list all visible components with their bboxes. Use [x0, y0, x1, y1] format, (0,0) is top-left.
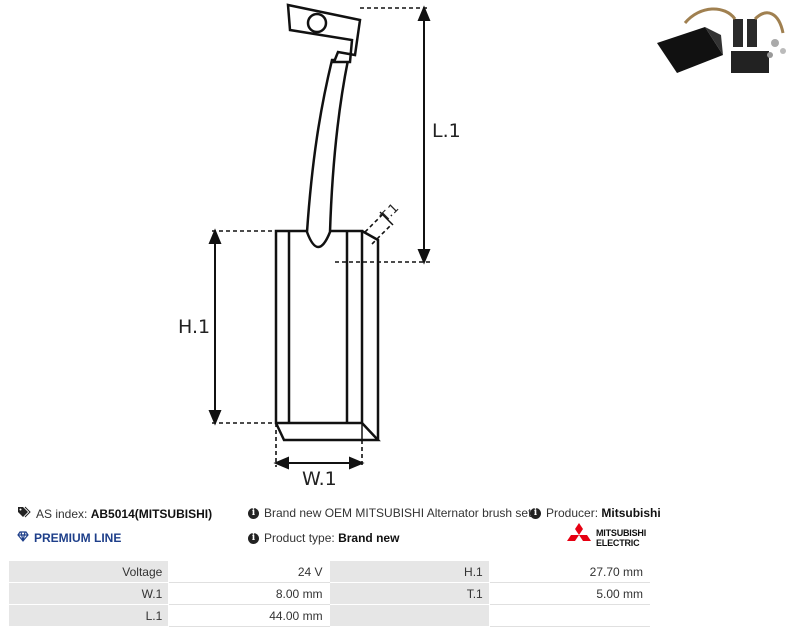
terminal-lug: [286, 3, 362, 64]
param-label: H.1: [328, 560, 490, 583]
param-value: 27.70 mm: [488, 560, 651, 583]
parameters-table: Voltage 24 V H.1 27.70 mm W.1 8.00 mm T.…: [7, 560, 651, 627]
param-value: 5.00 mm: [488, 582, 651, 605]
brush-technical-drawing: L.1 H.1 W.1 T.1: [178, 3, 461, 490]
description: i Brand new OEM MITSUBISHI Alternator br…: [248, 506, 531, 520]
mitsubishi-electric-logo: MITSUBISHI ELECTRIC: [566, 523, 650, 553]
param-label: L.1: [7, 604, 170, 627]
as-index-value: AB5014(MITSUBISHI): [90, 506, 213, 521]
description-text: Brand new OEM MITSUBISHI Alternator brus…: [264, 506, 532, 520]
product-type-label: Product type:: [264, 531, 335, 545]
h1-dimension-label: H.1: [178, 316, 210, 338]
info-icon: i: [248, 507, 259, 519]
producer: i Producer: Mitsubishi: [530, 506, 661, 520]
diamond-icon: [17, 531, 29, 545]
info-icon: i: [248, 532, 259, 544]
param-value: [488, 604, 651, 627]
table-row: L.1 44.00 mm: [7, 604, 651, 627]
table-row: Voltage 24 V H.1 27.70 mm: [7, 560, 651, 583]
tags-icon: [17, 506, 31, 521]
as-index: AS index: AB5014(MITSUBISHI): [17, 506, 212, 521]
premium-line-label: PREMIUM LINE: [34, 531, 122, 545]
product-type-value: Brand new: [338, 531, 400, 545]
premium-line: PREMIUM LINE: [17, 531, 121, 545]
param-value: 8.00 mm: [168, 582, 330, 605]
w1-dimension-label: W.1: [302, 468, 337, 490]
param-label: W.1: [7, 582, 170, 605]
t1-dimension-label: T.1: [378, 201, 403, 226]
param-label: Voltage: [7, 560, 170, 583]
product-type: i Product type: Brand new: [248, 531, 399, 545]
param-label: T.1: [328, 582, 490, 605]
l1-dimension-label: L.1: [432, 120, 461, 142]
three-diamonds-icon: [567, 523, 591, 541]
product-photo: [657, 7, 786, 73]
as-index-label: AS index:: [36, 506, 88, 521]
param-value: 24 V: [168, 560, 330, 583]
producer-value: Mitsubishi: [601, 506, 661, 520]
lead-wire: [305, 58, 350, 249]
lug-hole: [306, 12, 328, 34]
param-label: [328, 604, 490, 627]
table-row: W.1 8.00 mm T.1 5.00 mm: [7, 582, 651, 605]
info-icon: i: [530, 507, 541, 519]
param-value: 44.00 mm: [168, 604, 330, 627]
producer-label: Producer:: [546, 506, 599, 520]
